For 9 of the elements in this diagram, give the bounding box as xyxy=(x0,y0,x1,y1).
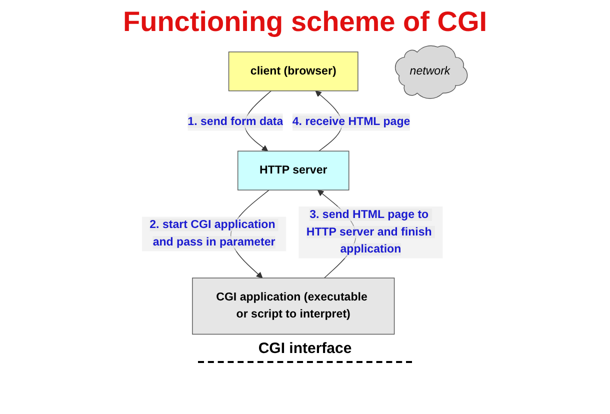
edge-label: 1. send form data xyxy=(188,116,284,128)
interface-label: CGI interface xyxy=(198,340,412,363)
edge-label: 3. send HTML page to HTTP server and finish application xyxy=(306,208,432,256)
diagram-title: Functioning scheme of CGI xyxy=(122,6,488,38)
edge-label: 4. receive HTML page xyxy=(292,116,411,128)
node-box: client (browser) xyxy=(228,52,359,92)
edge-label: 2. start CGI application and pass in parameter xyxy=(150,218,276,248)
node-box: CGI application (executable or script to interpret) xyxy=(192,278,396,335)
node-box: HTTP server xyxy=(238,150,350,190)
